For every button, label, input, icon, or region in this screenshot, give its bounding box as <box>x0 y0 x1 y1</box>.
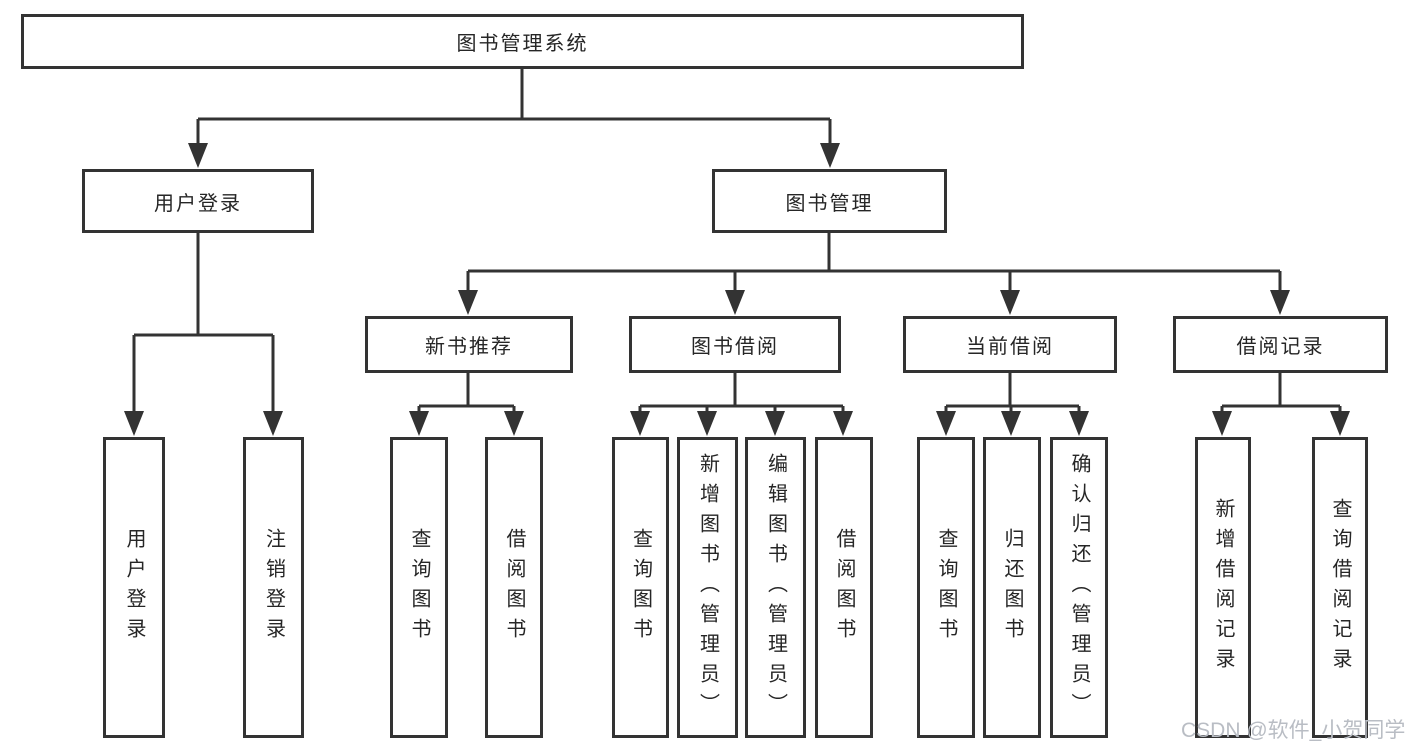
node-book-management-label: 图书管理 <box>785 192 874 215</box>
leaf-logout-label: 注销登录 <box>262 527 285 648</box>
node-current-borrow: 当前借阅 <box>903 316 1117 373</box>
node-root: 图书管理系统 <box>21 14 1024 69</box>
leaf-add-borrow-record: 新增借阅记录 <box>1195 437 1251 738</box>
leaf-query-books-current-label: 查询图书 <box>935 527 957 648</box>
leaf-add-books-admin-label: 新增图书（管理员） <box>696 452 719 723</box>
node-book-borrow-label: 图书借阅 <box>691 336 779 358</box>
node-book-management: 图书管理 <box>712 169 947 233</box>
leaf-return-books-label: 归还图书 <box>1001 527 1023 648</box>
leaf-confirm-return-admin-label: 确认归还（管理员） <box>1068 452 1090 723</box>
leaf-edit-books-admin-label: 编辑图书（管理员） <box>764 452 787 723</box>
leaf-add-borrow-record-label: 新增借阅记录 <box>1212 497 1234 678</box>
leaf-query-books-current: 查询图书 <box>917 437 975 738</box>
leaf-borrow-books-label: 借阅图书 <box>833 527 855 648</box>
leaf-return-books: 归还图书 <box>983 437 1041 738</box>
node-borrow-records-label: 借阅记录 <box>1236 336 1325 358</box>
node-current-borrow-label: 当前借阅 <box>966 336 1054 358</box>
leaf-add-books-admin: 新增图书（管理员） <box>677 437 738 738</box>
leaf-borrow-books-recommend-label: 借阅图书 <box>503 527 525 648</box>
node-user-login-label: 用户登录 <box>154 192 242 215</box>
connector-path <box>132 69 1342 414</box>
node-user-login: 用户登录 <box>82 169 314 233</box>
leaf-query-borrow-record: 查询借阅记录 <box>1312 437 1368 738</box>
node-book-borrow: 图书借阅 <box>629 316 841 373</box>
leaf-query-borrow-record-label: 查询借阅记录 <box>1329 497 1351 678</box>
leaf-confirm-return-admin: 确认归还（管理员） <box>1050 437 1108 738</box>
leaf-query-books-recommend: 查询图书 <box>390 437 448 738</box>
leaf-query-books-recommend-label: 查询图书 <box>408 527 430 648</box>
watermark: CSDN @软件_小贺同学 <box>1181 719 1405 742</box>
leaf-logout: 注销登录 <box>243 437 304 738</box>
node-root-label: 图书管理系统 <box>456 33 589 55</box>
node-borrow-records: 借阅记录 <box>1173 316 1388 373</box>
node-new-book-recommend: 新书推荐 <box>365 316 573 373</box>
leaf-query-books-borrow-label: 查询图书 <box>629 527 652 648</box>
leaf-edit-books-admin: 编辑图书（管理员） <box>745 437 806 738</box>
leaf-borrow-books-recommend: 借阅图书 <box>485 437 543 738</box>
leaf-borrow-books: 借阅图书 <box>815 437 873 738</box>
leaf-query-books-borrow: 查询图书 <box>612 437 669 738</box>
leaf-user-login: 用户登录 <box>103 437 165 738</box>
leaf-user-login-label: 用户登录 <box>123 527 145 648</box>
node-new-book-recommend-label: 新书推荐 <box>425 336 513 358</box>
